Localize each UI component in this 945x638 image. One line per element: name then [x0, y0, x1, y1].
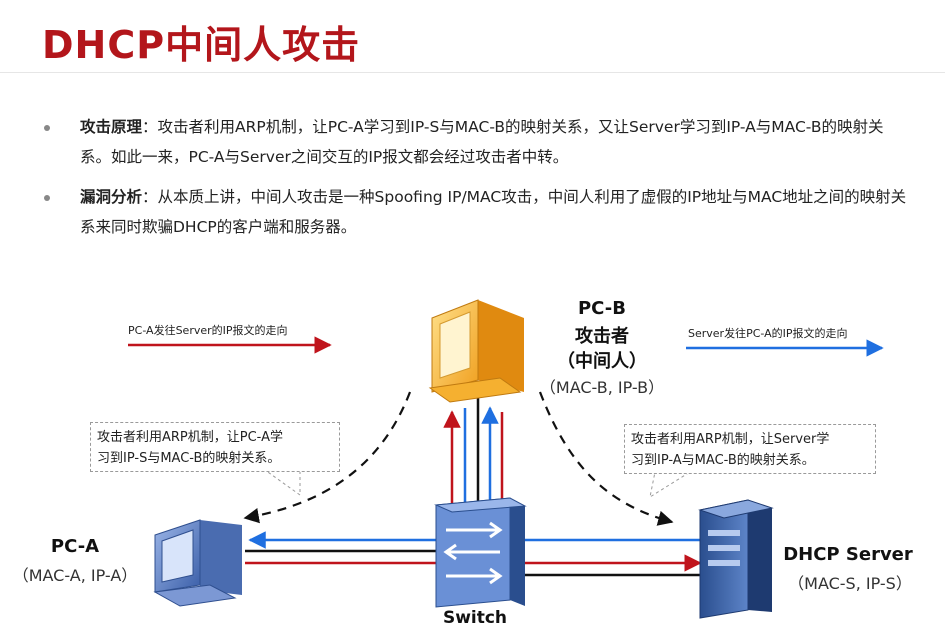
pc-b-computer-icon [428, 299, 524, 403]
pc-b-role-attacker: 攻击者 [575, 326, 629, 347]
bullet-label: 漏洞分析 [80, 188, 143, 206]
pc-b-role-mitm: （中间人） [557, 351, 647, 372]
page-title: DHCP中间人攻击 [42, 23, 361, 67]
server-address: （MAC-S, IP-S） [788, 574, 912, 593]
bullet-list: 攻击原理：攻击者利用ARP机制，让PC-A学习到IP-S与MAC-B的映射关系，… [44, 112, 914, 252]
server-tower-icon [698, 499, 774, 619]
pc-b-name: PC-B [577, 298, 626, 319]
switch-icon [434, 497, 527, 608]
legend-red-label: PC-A发往Server的IP报文的走向 [128, 324, 288, 337]
pc-a-computer-icon [153, 519, 242, 607]
callout-right-tail [649, 471, 692, 499]
callout-left: 攻击者利用ARP机制，让PC-A学 习到IP-S与MAC-B的映射关系。 [90, 422, 340, 472]
bullet-dot [44, 195, 50, 201]
bullet-separator: ： [142, 118, 158, 136]
bullet-attack-principle: 攻击原理：攻击者利用ARP机制，让PC-A学习到IP-S与MAC-B的映射关系，… [44, 112, 914, 172]
bullet-vulnerability-analysis: 漏洞分析：从本质上讲，中间人攻击是一种Spoofing IP/MAC攻击，中间人… [44, 182, 914, 242]
pc-b-address: （MAC-B, IP-B） [539, 378, 665, 397]
callout-left-tail [263, 469, 301, 496]
bullet-text: 攻击者利用ARP机制，让PC-A学习到IP-S与MAC-B的映射关系，又让Ser… [80, 118, 884, 166]
callout-right-line1: 攻击者利用ARP机制，让Server学 [631, 432, 830, 447]
bullet-label: 攻击原理 [80, 118, 143, 136]
title-divider [0, 72, 945, 73]
bullet-text: 从本质上讲，中间人攻击是一种Spoofing IP/MAC攻击，中间人利用了虚假… [80, 188, 907, 236]
server-name: DHCP Server [783, 544, 913, 565]
callout-right-line2: 习到IP-A与MAC-B的映射关系。 [631, 453, 815, 468]
bullet-separator: ： [142, 188, 158, 206]
switch-name: Switch [442, 608, 508, 628]
bullet-dot [44, 125, 50, 131]
legend-blue-label: Server发往PC-A的IP报文的走向 [688, 327, 848, 340]
arp-dashed-curve-right [538, 391, 674, 526]
callout-right: 攻击者利用ARP机制，让Server学 习到IP-A与MAC-B的映射关系。 [624, 424, 876, 474]
pc-a-name: PC-A [50, 536, 100, 557]
pc-a-address: （MAC-A, IP-A） [12, 566, 138, 585]
callout-left-line2: 习到IP-S与MAC-B的映射关系。 [97, 451, 281, 466]
callout-left-line1: 攻击者利用ARP机制，让PC-A学 [97, 430, 283, 445]
